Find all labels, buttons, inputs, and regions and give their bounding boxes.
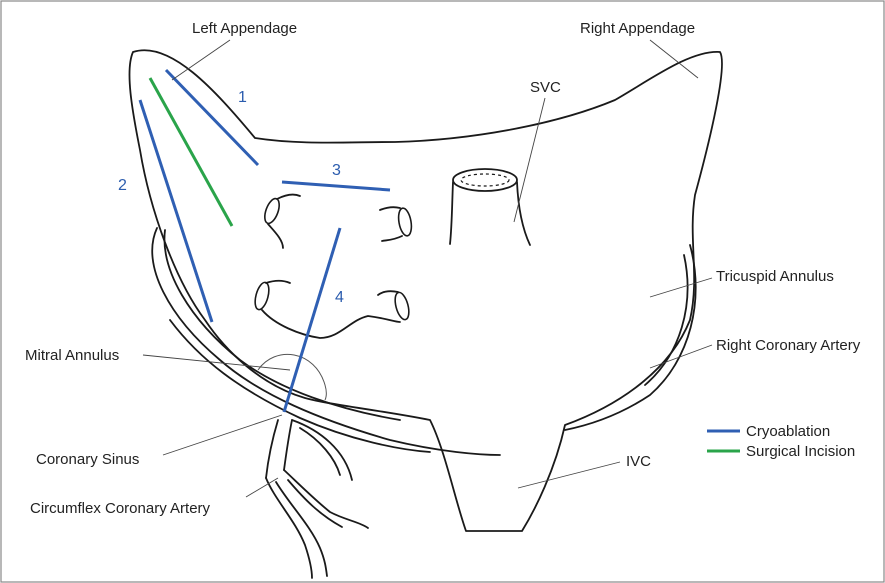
leader-left-appendage xyxy=(172,40,230,80)
leader-coronary-sinus xyxy=(163,415,282,455)
label-right-coronary-artery: Right Coronary Artery xyxy=(716,337,861,354)
svc-left-wall xyxy=(450,182,453,244)
cryoablation-line-3 xyxy=(282,182,390,190)
leader-right-appendage xyxy=(650,40,698,78)
cryoablation-line-1 xyxy=(166,70,258,165)
pv-ul-top xyxy=(277,195,300,199)
lesion-number-3: 3 xyxy=(332,162,341,179)
leader-tricuspid-annulus xyxy=(650,278,712,297)
leader-right-coronary-artery xyxy=(650,345,712,368)
leader-circumflex-artery xyxy=(246,478,278,497)
pulmonary-vein-lower-left xyxy=(253,281,272,311)
cx-trunk-right xyxy=(284,420,292,470)
svc-opening-inner xyxy=(461,174,509,186)
svc-right-wall xyxy=(517,182,530,245)
cryoablation-line-2 xyxy=(140,100,212,322)
pv-ur-bottom xyxy=(382,236,402,241)
pulmonary-vein-upper-right xyxy=(397,207,414,237)
pv-ul-bottom xyxy=(268,224,283,248)
pulmonary-veins xyxy=(253,195,414,338)
pv-ur-top xyxy=(380,207,400,210)
surgical-incision-line xyxy=(150,78,232,226)
legend-label-cryoablation: Cryoablation xyxy=(746,423,830,440)
lesion-number-4: 4 xyxy=(335,289,344,306)
label-coronary-sinus: Coronary Sinus xyxy=(36,451,139,468)
right-band-inner xyxy=(645,255,688,385)
lesion-number-1: 1 xyxy=(238,89,247,106)
cx-trunk-left xyxy=(266,420,278,478)
cx-branch-b2 xyxy=(288,480,342,527)
pulmonary-vein-upper-left xyxy=(262,197,282,226)
pv-ll-top xyxy=(266,281,290,283)
pv-lr-top xyxy=(378,291,398,295)
label-tricuspid-annulus: Tricuspid Annulus xyxy=(716,268,834,285)
label-left-appendage: Left Appendage xyxy=(192,20,297,37)
circumflex-artery-branches xyxy=(266,420,368,578)
pv-ll-bottom xyxy=(262,310,400,338)
cx-branch-b xyxy=(284,470,368,528)
leader-ivc xyxy=(518,462,620,488)
right-band-outer xyxy=(565,245,696,430)
svc-opening-outer xyxy=(453,169,517,191)
label-right-appendage: Right Appendage xyxy=(580,20,695,37)
cx-branch-c xyxy=(266,478,312,578)
label-svc: SVC xyxy=(530,79,561,96)
coronary-sinus-lower xyxy=(170,320,430,452)
legend-label-surgical-incision: Surgical Incision xyxy=(746,443,855,460)
lesion-number-2: 2 xyxy=(118,177,127,194)
pulmonary-vein-lower-right xyxy=(393,291,412,321)
coronary-sinus-band-outer xyxy=(152,228,500,455)
label-mitral-annulus: Mitral Annulus xyxy=(25,347,119,364)
label-circumflex-coronary-artery: Circumflex Coronary Artery xyxy=(30,500,211,517)
label-ivc: IVC xyxy=(626,453,651,470)
leader-svc xyxy=(514,98,545,222)
legend: Cryoablation Surgical Incision xyxy=(707,423,855,460)
cryoablation-line-4 xyxy=(284,228,340,412)
